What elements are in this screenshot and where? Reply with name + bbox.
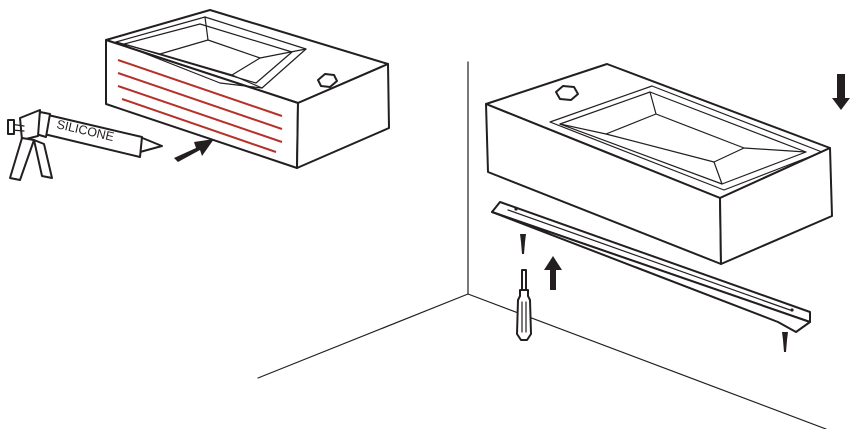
silicone-beads	[117, 59, 283, 153]
tap-hole-icon	[317, 73, 338, 88]
down-arrow-icon	[832, 74, 850, 110]
screwdriver-icon	[516, 269, 532, 341]
push-arrow-icon	[174, 139, 214, 162]
screw-icon	[520, 234, 526, 254]
silicone-gun-icon	[7, 109, 163, 181]
basin-right	[485, 63, 833, 265]
wall-bracket-icon	[491, 201, 811, 333]
tap-hole-icon	[555, 85, 579, 101]
up-arrow-icon	[544, 256, 562, 290]
screw-icon	[782, 332, 788, 352]
